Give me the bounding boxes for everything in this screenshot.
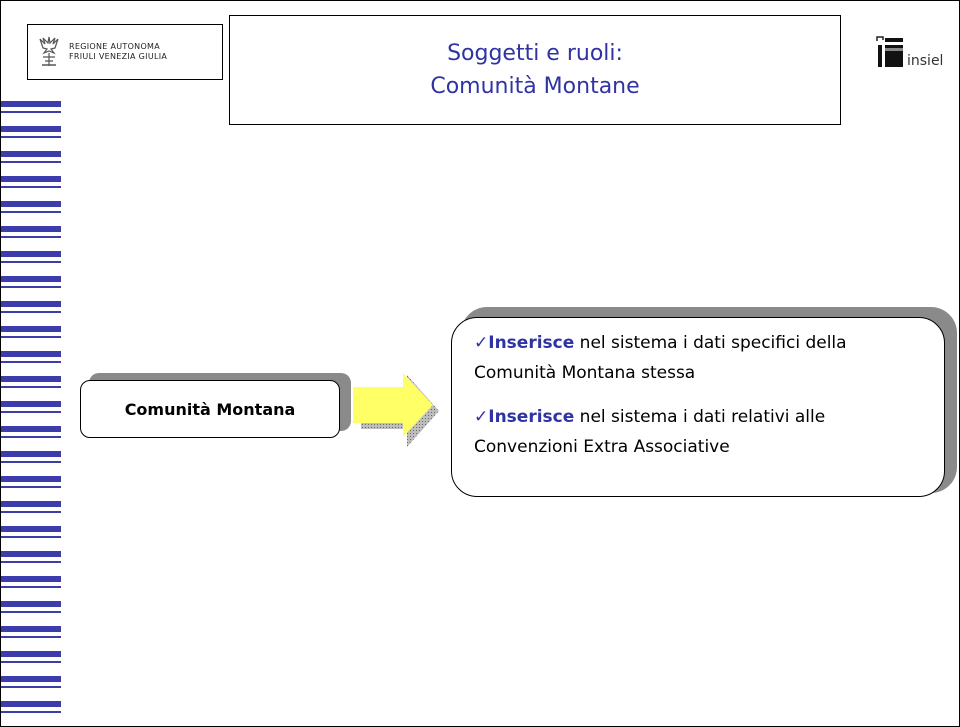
check-icon: ✓ [474, 407, 489, 427]
role-text-continuation: Comunità Montana stessa [474, 363, 696, 383]
role-keyword: Inserisce [488, 333, 575, 353]
role-keyword: Inserisce [488, 407, 575, 427]
role-text: nel sistema i dati relativi alle [574, 407, 826, 427]
check-icon: ✓ [474, 333, 489, 353]
source-label: Comunità Montana [124, 399, 296, 419]
slide-title-line2: Comunità Montane [430, 74, 640, 99]
role-bullet-1: ✓Inserisce nel sistema i dati specifici … [474, 328, 930, 388]
region-logo-line1: REGIONE AUTONOMA [69, 42, 161, 51]
role-text: nel sistema i dati specifici della [574, 333, 847, 353]
region-logo-line2: FRIULI VENEZIA GIULIA [69, 52, 168, 61]
insiel-logo-text: insiel [907, 53, 944, 69]
eagle-icon [39, 36, 59, 66]
slide-title-line1: Soggetti e ruoli: [447, 41, 623, 66]
insiel-logo-icon [876, 36, 903, 67]
left-stripe-bar [1, 101, 61, 726]
title-box: Soggetti e ruoli: Comunità Montane [229, 15, 841, 125]
right-arrow-icon [353, 373, 439, 447]
roles-box: ✓Inserisce nel sistema i dati specifici … [451, 317, 945, 497]
role-text-continuation: Convenzioni Extra Associative [474, 437, 730, 457]
region-logo: REGIONE AUTONOMA FRIULI VENEZIA GIULIA [27, 24, 223, 80]
role-bullet-2: ✓Inserisce nel sistema i dati relativi a… [474, 402, 930, 462]
source-box: Comunità Montana [80, 380, 340, 438]
